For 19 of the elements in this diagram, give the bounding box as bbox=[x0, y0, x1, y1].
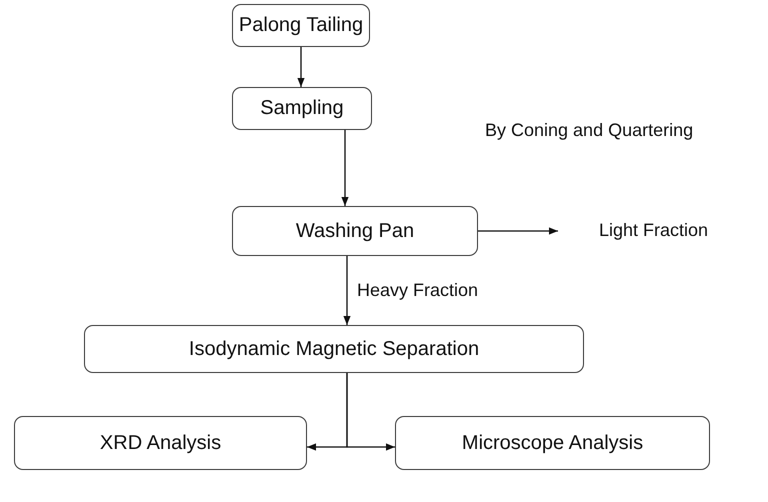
process-box bbox=[232, 87, 372, 130]
box-label: Sampling bbox=[260, 97, 344, 120]
process-box bbox=[232, 206, 478, 256]
arrow bbox=[297, 47, 305, 87]
process-box bbox=[14, 416, 307, 470]
box-label: Palong Tailing bbox=[238, 14, 364, 37]
edge-label: Heavy Fraction bbox=[357, 280, 478, 301]
process-box bbox=[232, 4, 370, 47]
arrow bbox=[346, 373, 395, 451]
process-box bbox=[84, 325, 584, 373]
box-label: Washing Pan bbox=[296, 220, 414, 242]
arrow bbox=[478, 227, 558, 235]
arrow bbox=[341, 130, 349, 206]
arrow bbox=[343, 256, 351, 325]
box-label: XRD Analysis bbox=[100, 432, 222, 454]
box-label: Microscope Analysis bbox=[462, 432, 644, 454]
note-label: By Coning and Quartering bbox=[485, 120, 694, 141]
box-label: Isodynamic Magnetic Separation bbox=[188, 338, 480, 360]
process-box bbox=[395, 416, 710, 470]
